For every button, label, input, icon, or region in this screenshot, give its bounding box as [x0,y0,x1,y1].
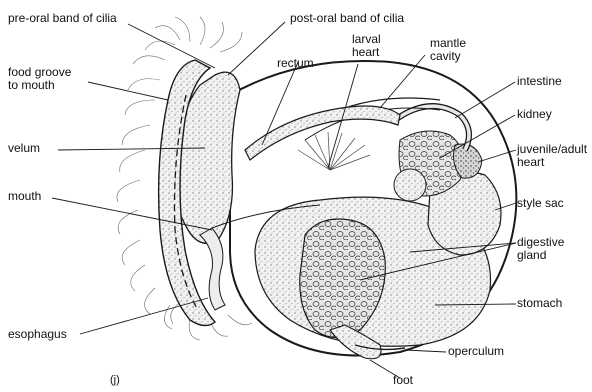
label-velum: velum [8,142,40,155]
label-larval-heart-line2: heart [352,46,381,59]
panel-letter: (j) [110,374,120,387]
label-larval-heart: larval heart [352,33,381,59]
label-kidney: kidney [517,108,552,121]
label-intestine: intestine [517,75,562,88]
label-foot: foot [393,374,413,387]
intestine-coil [394,169,426,201]
label-rectum: rectum [277,57,314,70]
label-operculum: operculum [448,345,504,358]
label-food-groove-line2: to mouth [8,79,71,92]
label-esophagus: esophagus [8,328,67,341]
label-stomach: stomach [517,297,562,310]
label-juvenile-heart: juvenile/adult heart [517,143,587,169]
label-digestive-gland: digestive gland [517,236,564,262]
label-mantle-cavity-line2: cavity [430,50,466,63]
label-pre-oral-band: pre-oral band of cilia [8,12,117,25]
label-style-sac: style sac [517,197,564,210]
label-food-groove: food groove to mouth [8,66,71,92]
label-mantle-cavity: mantle cavity [430,37,466,63]
label-post-oral-band: post-oral band of cilia [290,12,404,25]
label-mouth: mouth [8,190,41,203]
label-juvenile-heart-line2: heart [517,156,587,169]
label-digestive-gland-line2: gland [517,249,564,262]
